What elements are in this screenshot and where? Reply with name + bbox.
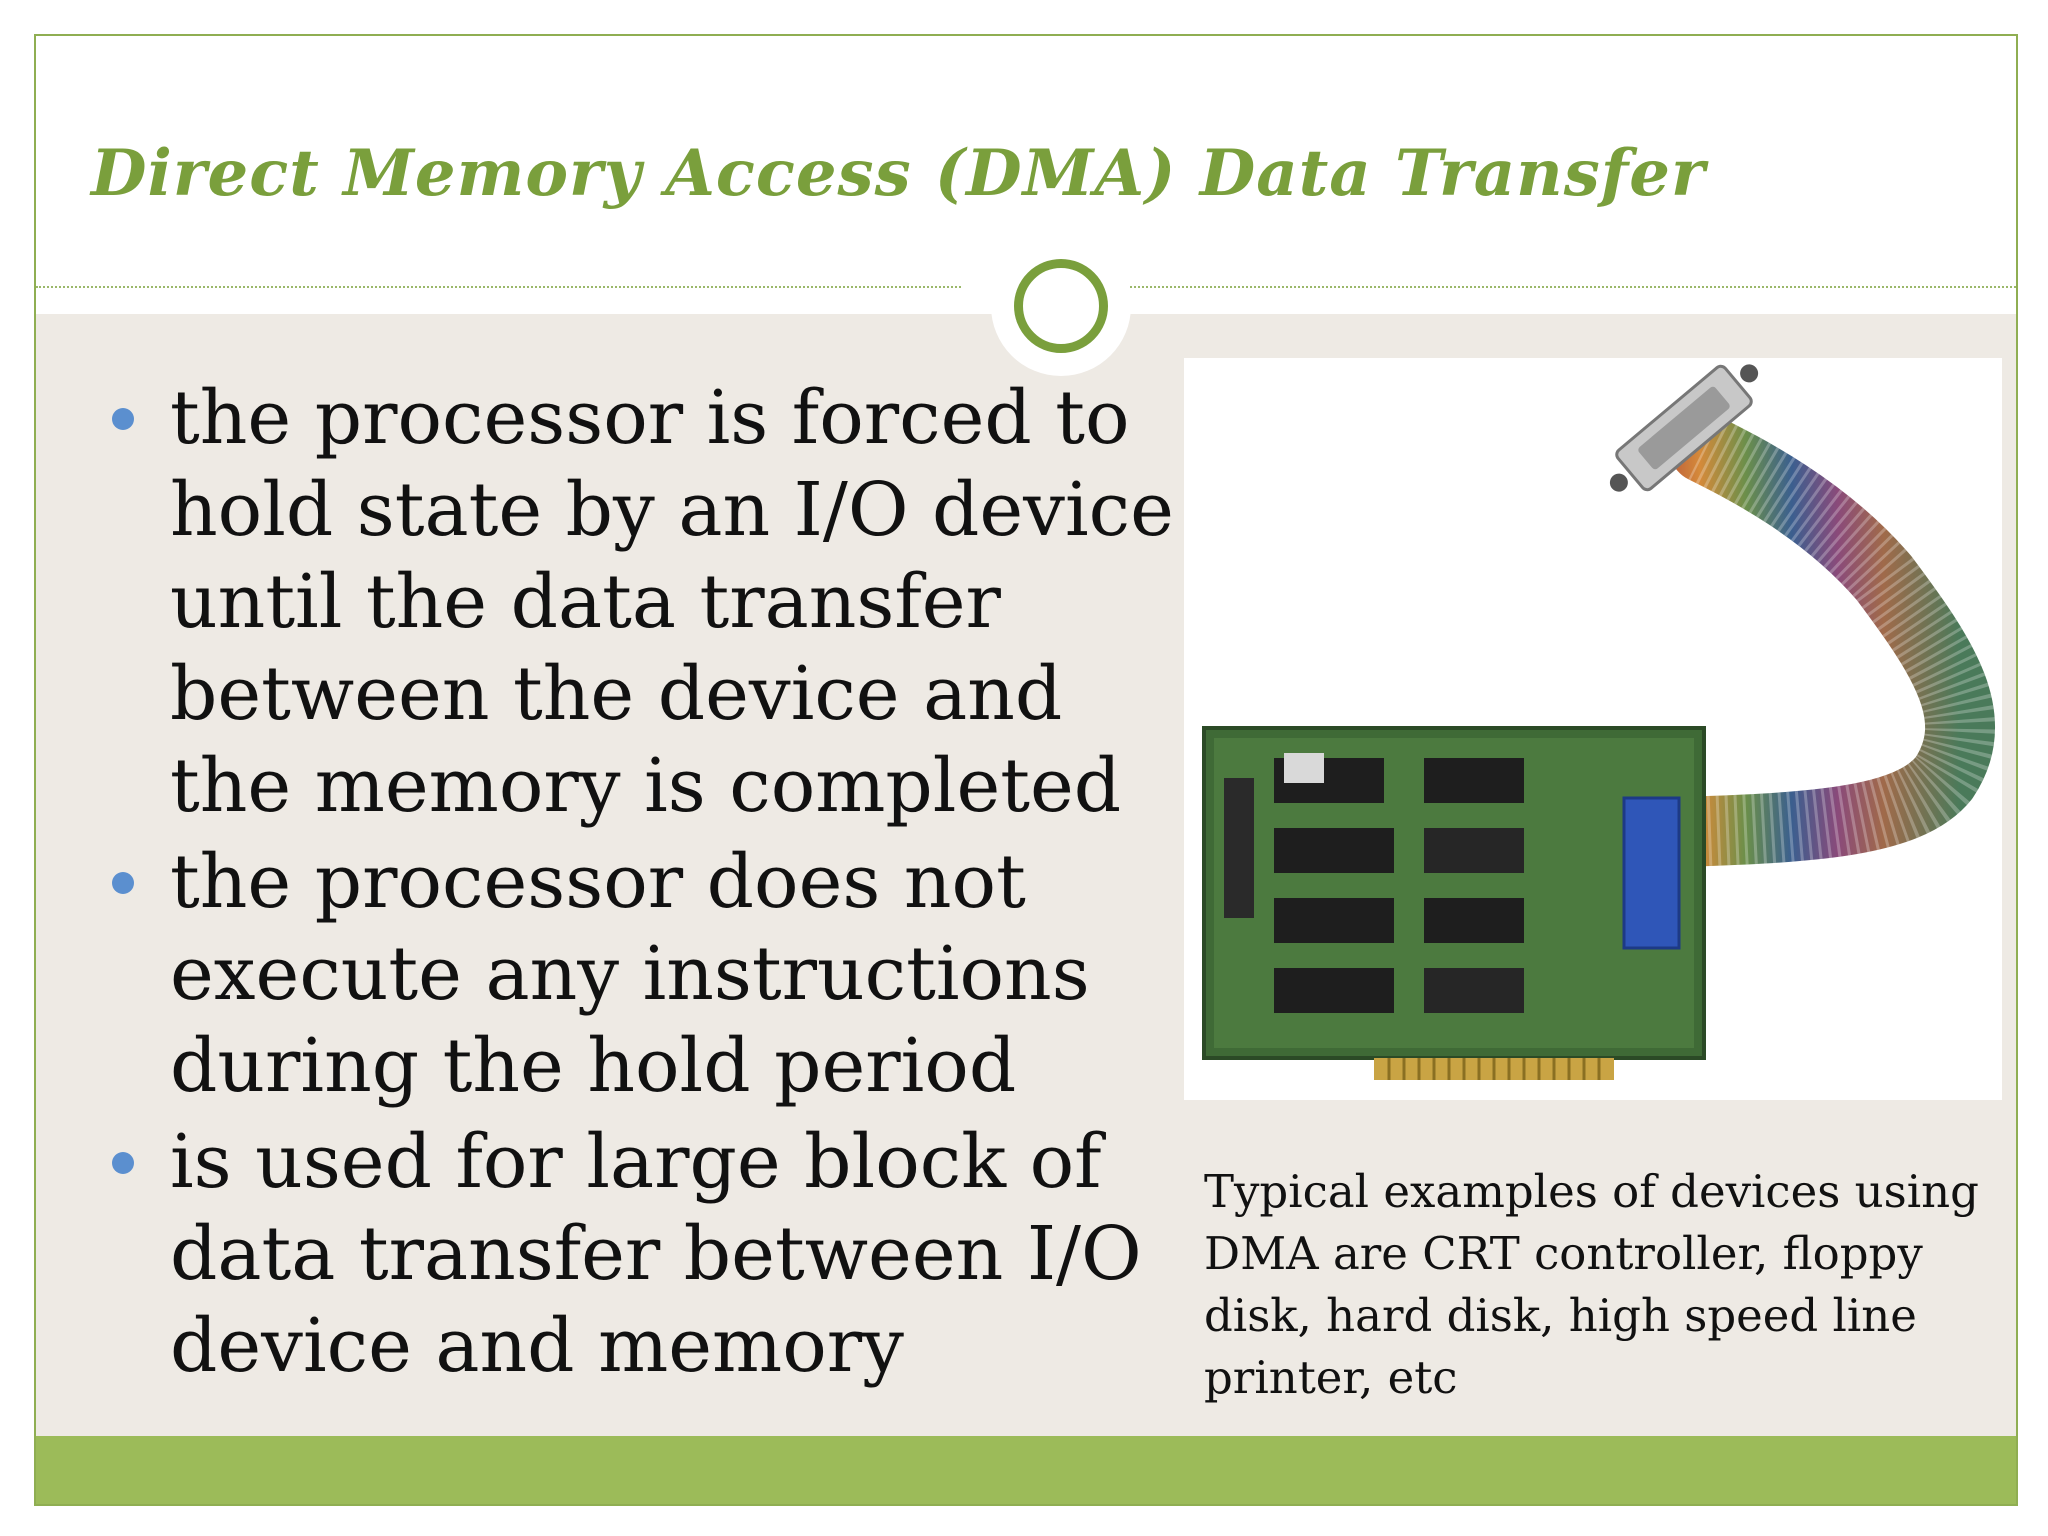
image-caption: Typical examples of devices using DMA ar… [1204, 1165, 1979, 1404]
title-divider-left [36, 286, 961, 288]
bullet-text: the processor does not execute any instr… [170, 839, 1090, 1109]
ring-circle-icon [1014, 259, 1108, 353]
bullet-item: the processor does not execute any instr… [76, 836, 1196, 1112]
slide-title: Direct Memory Access (DMA) Data Transfer [91, 136, 1706, 211]
bullet-item: is used for large block of data transfer… [76, 1116, 1196, 1392]
footer-band [36, 1436, 2016, 1504]
bullet-list: the processor is forced to hold state by… [76, 372, 1196, 1396]
bullet-text: the processor is forced to hold state by… [170, 375, 1174, 829]
bullet-text: is used for large block of data transfer… [170, 1119, 1142, 1389]
bullet-item: the processor is forced to hold state by… [76, 372, 1196, 832]
bullet-dot-icon [112, 872, 134, 894]
bullet-dot-icon [112, 1152, 134, 1174]
dma-card-photo [1184, 358, 2002, 1100]
bullet-dot-icon [112, 408, 134, 430]
expansion-card-illustration [1202, 364, 1995, 1080]
title-divider-right [1101, 286, 2016, 288]
slide: Direct Memory Access (DMA) Data Transfer… [34, 34, 2018, 1506]
